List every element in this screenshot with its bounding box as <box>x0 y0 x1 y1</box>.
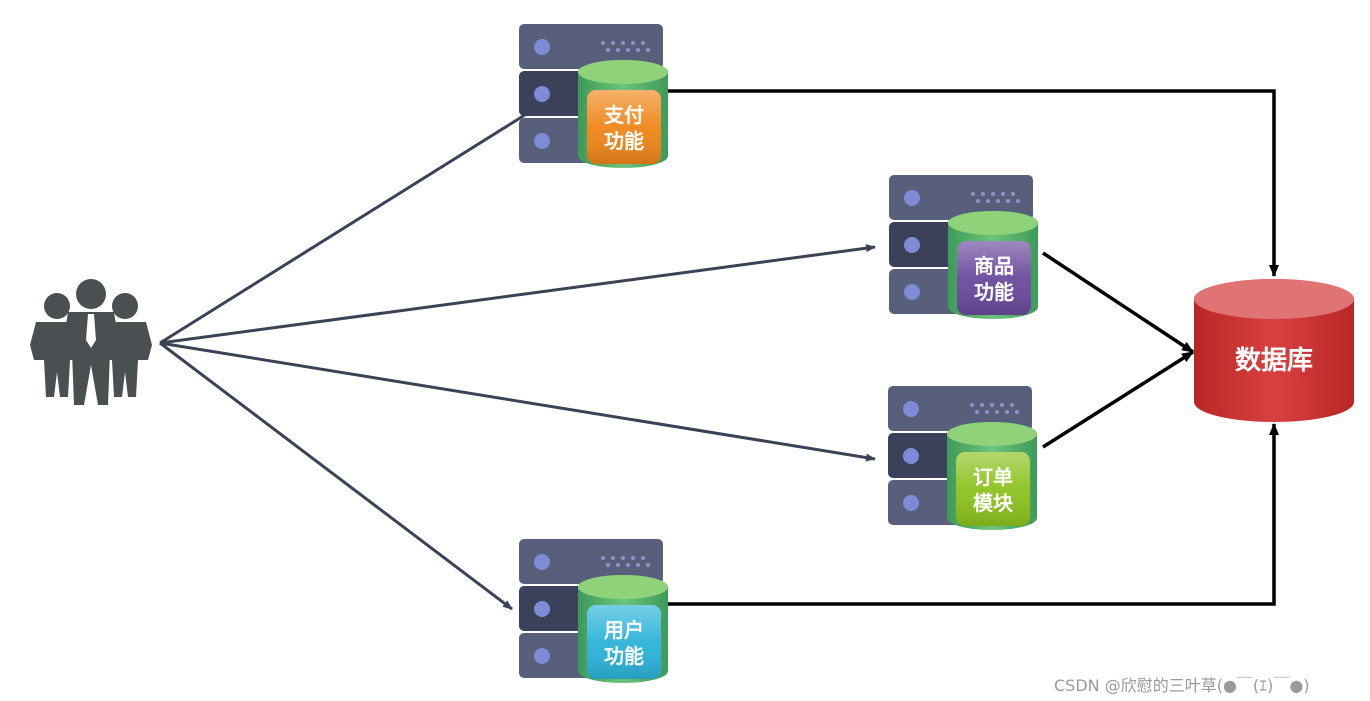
arrow-to-product <box>159 244 876 345</box>
order-label-line1: 订单 <box>973 465 1013 489</box>
product-label-line2: 功能 <box>974 280 1014 304</box>
order-label-line2: 模块 <box>973 491 1014 515</box>
request-arrows <box>159 106 876 611</box>
database-label: 数据库 <box>1235 346 1313 376</box>
server-user: 用户 功能 <box>519 539 668 683</box>
user-label-line2: 功能 <box>604 644 644 668</box>
arrow-order-to-db <box>1042 350 1194 449</box>
db-arrows <box>666 89 1279 606</box>
server-pay: 支付 功能 <box>519 24 668 168</box>
arrow-to-user <box>159 341 513 611</box>
user-label-line1: 用户 <box>604 618 644 642</box>
arrow-to-pay <box>159 106 537 345</box>
pay-label-line2: 功能 <box>604 129 644 153</box>
arrow-to-order <box>159 341 876 462</box>
arrow-user-to-db <box>666 423 1279 606</box>
server-product: 商品 功能 <box>889 175 1038 319</box>
users-icon <box>30 279 152 405</box>
database-cylinder: 数据库 <box>1194 279 1354 422</box>
product-label-line1: 商品 <box>974 254 1014 278</box>
server-order: 订单 模块 <box>888 386 1037 530</box>
arrow-product-to-db <box>1042 251 1194 354</box>
pay-label-line1: 支付 <box>604 103 644 127</box>
watermark: CSDN @欣慰的三叶草(●￣(ｴ)￣●) <box>1054 676 1310 695</box>
arrow-pay-to-db <box>666 89 1279 277</box>
